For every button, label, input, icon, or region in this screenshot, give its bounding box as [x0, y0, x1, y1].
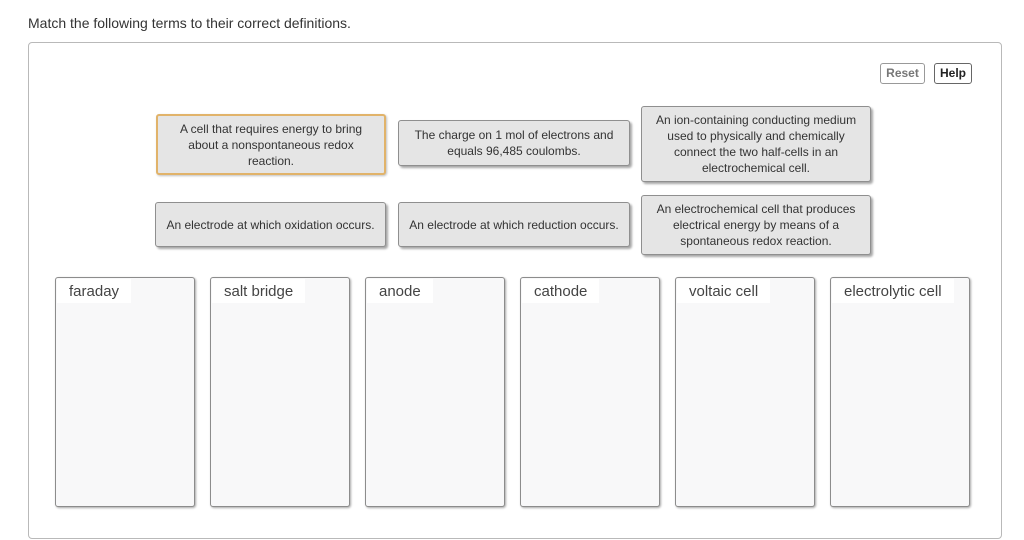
- definition-card-voltaic[interactable]: An electrochemical cell that produces el…: [641, 195, 871, 255]
- target-label: anode: [367, 279, 433, 303]
- definition-card-faraday[interactable]: The charge on 1 mol of electrons and equ…: [398, 120, 630, 166]
- target-label: cathode: [522, 279, 600, 303]
- target-label: salt bridge: [212, 279, 306, 303]
- drop-target-electrolytic-cell[interactable]: electrolytic cell: [830, 277, 970, 507]
- definition-text: An electrode at which reduction occurs.: [409, 217, 619, 232]
- definition-card-anode[interactable]: An electrode at which oxidation occurs.: [155, 202, 386, 247]
- definition-text: An electrode at which oxidation occurs.: [166, 217, 375, 232]
- target-label: faraday: [57, 279, 132, 303]
- definition-text: A cell that requires energy to bring abo…: [179, 121, 363, 168]
- drop-target-anode[interactable]: anode: [365, 277, 505, 507]
- definition-card-salt-bridge[interactable]: An ion-containing conducting medium used…: [641, 106, 871, 182]
- question-prompt: Match the following terms to their corre…: [28, 15, 351, 31]
- reset-button[interactable]: Reset: [880, 63, 925, 84]
- target-label: electrolytic cell: [832, 279, 954, 303]
- matching-panel: Reset Help A cell that requires energy t…: [28, 42, 1002, 539]
- target-label: voltaic cell: [677, 279, 771, 303]
- definition-card-electrolytic[interactable]: A cell that requires energy to bring abo…: [156, 114, 386, 175]
- definition-card-cathode[interactable]: An electrode at which reduction occurs.: [398, 202, 630, 247]
- drop-target-cathode[interactable]: cathode: [520, 277, 660, 507]
- drop-target-voltaic-cell[interactable]: voltaic cell: [675, 277, 815, 507]
- definition-text: An electrochemical cell that produces el…: [656, 202, 856, 248]
- definition-text: The charge on 1 mol of electrons and equ…: [414, 128, 614, 158]
- drop-target-faraday[interactable]: faraday: [55, 277, 195, 507]
- help-button[interactable]: Help: [934, 63, 972, 84]
- drop-target-salt-bridge[interactable]: salt bridge: [210, 277, 350, 507]
- definition-text: An ion-containing conducting medium used…: [655, 113, 857, 175]
